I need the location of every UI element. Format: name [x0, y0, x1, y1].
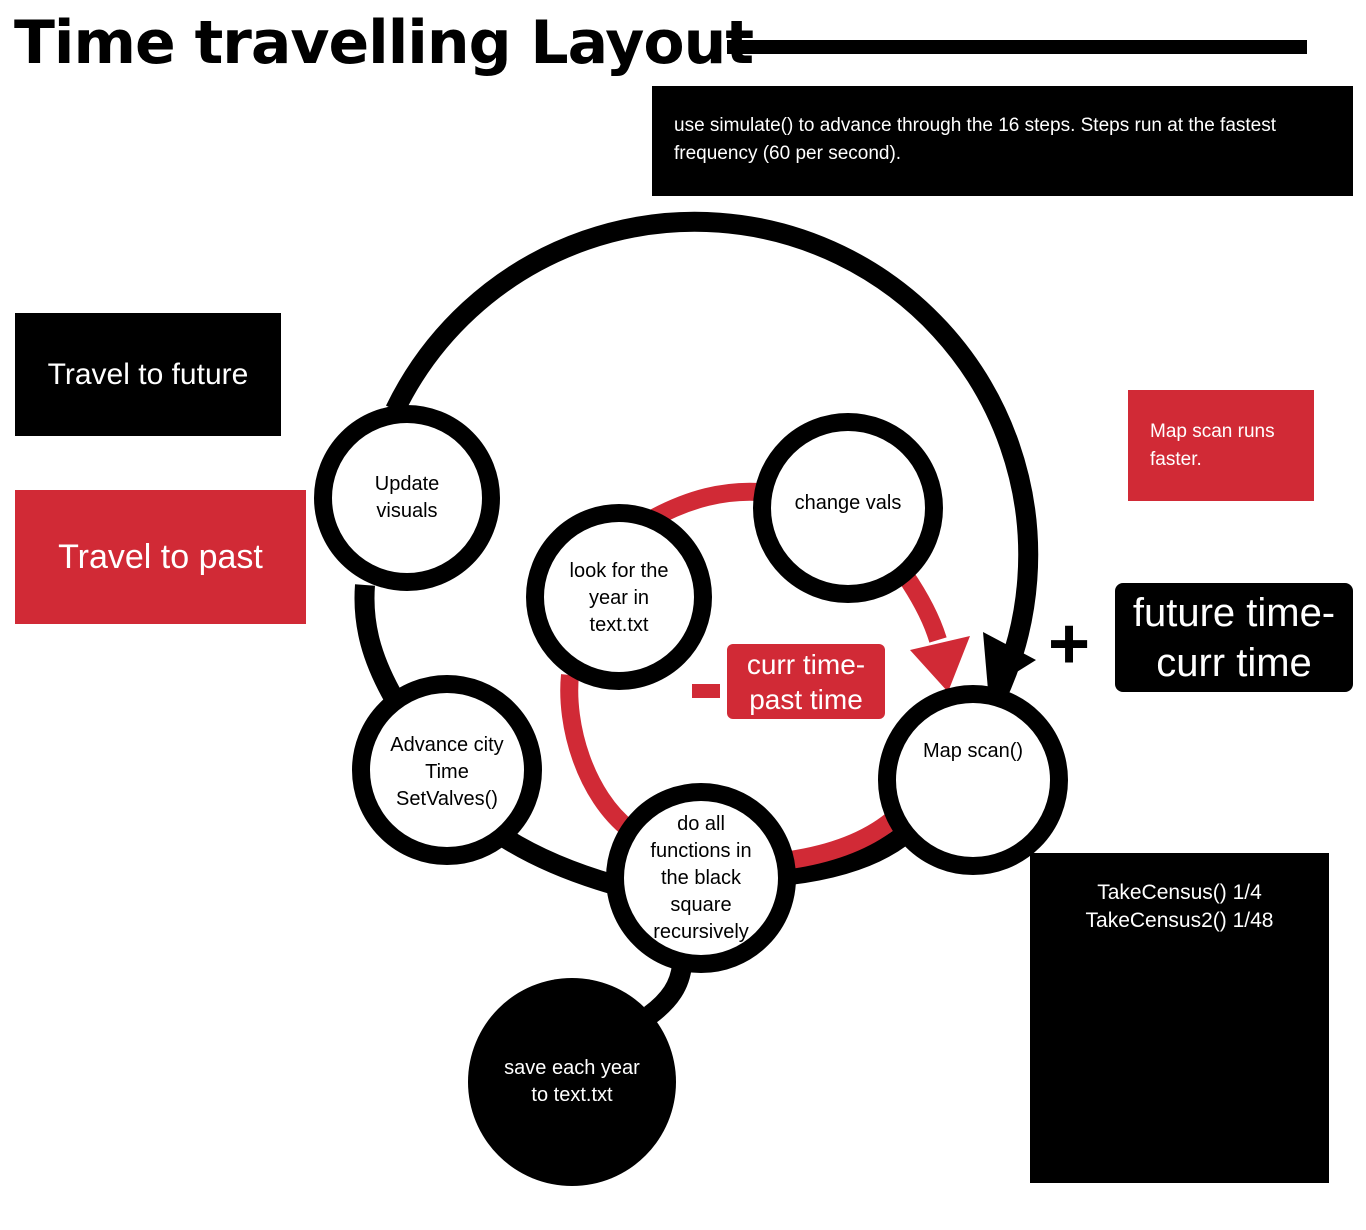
- node-map-scan: Map scan(): [922, 739, 1024, 762]
- red-loop-left: [560, 674, 636, 838]
- future-formula-line-2: curr time: [1156, 640, 1312, 685]
- travel-to-past-button[interactable]: Travel to past: [15, 490, 306, 624]
- title-underline-rule: [727, 40, 1307, 54]
- connector-advance-doall: [499, 829, 618, 895]
- future-formula-line-1: future time-: [1132, 590, 1336, 635]
- red-loop-right: [897, 569, 947, 643]
- map-scan-note: Map scan runs faster.: [1128, 390, 1314, 501]
- node-change-vals-circle: [753, 413, 943, 603]
- node-map-scan-circle: [878, 685, 1068, 875]
- connector-update-advance: [354, 584, 404, 705]
- past-formula-line-1: curr time-: [746, 648, 866, 680]
- simulate-note: use simulate() to advance through the 16…: [652, 86, 1353, 196]
- map-scan-note-text: Map scan runs faster.: [1150, 420, 1275, 470]
- travel-to-future-label: Travel to future: [47, 357, 249, 391]
- node-look-for-year-circle: [526, 504, 712, 690]
- minus-sign: [692, 684, 720, 698]
- node-update-visuals-circle: [314, 405, 500, 591]
- node-advance-city: Advance city Time SetValves(): [390, 733, 504, 810]
- red-arrowhead: [910, 636, 970, 692]
- census-line-2: TakeCensus2() 1/48: [1085, 909, 1274, 932]
- page-title: Time travelling Layout: [14, 8, 754, 78]
- red-loop-top: [645, 482, 761, 528]
- travel-to-future-button[interactable]: Travel to future: [15, 313, 281, 436]
- node-save-each-circle: [468, 978, 676, 1186]
- node-update-visuals: Update visuals: [374, 473, 440, 522]
- census-box: TakeCensus() 1/4 TakeCensus2() 1/48: [1030, 853, 1329, 1183]
- black-arrowhead: [983, 632, 1036, 690]
- connector-doall-map: [788, 829, 906, 885]
- connector-doall-save: [643, 963, 692, 1023]
- node-save-each: save each year to text.txt: [504, 1057, 640, 1106]
- past-formula-line-2: past time: [749, 683, 863, 715]
- black-cycle-arc: [386, 211, 1039, 705]
- node-advance-city-circle: [352, 675, 542, 865]
- future-time-formula: future time- curr time: [1115, 583, 1353, 692]
- simulate-note-text: use simulate() to advance through the 16…: [674, 115, 1277, 164]
- past-time-formula: curr time- past time: [727, 644, 885, 719]
- node-look-for-year: look for the year in text.txt: [569, 559, 669, 636]
- node-do-all-circle: [606, 783, 796, 973]
- plus-sign: +: [1048, 604, 1091, 684]
- census-line-1: TakeCensus() 1/4: [1097, 881, 1262, 904]
- red-loop-bottom: [788, 812, 898, 869]
- node-do-all: do all functions in the black square rec…: [650, 812, 752, 943]
- travel-to-past-label: Travel to past: [58, 537, 263, 576]
- node-change-vals: change vals: [794, 491, 902, 514]
